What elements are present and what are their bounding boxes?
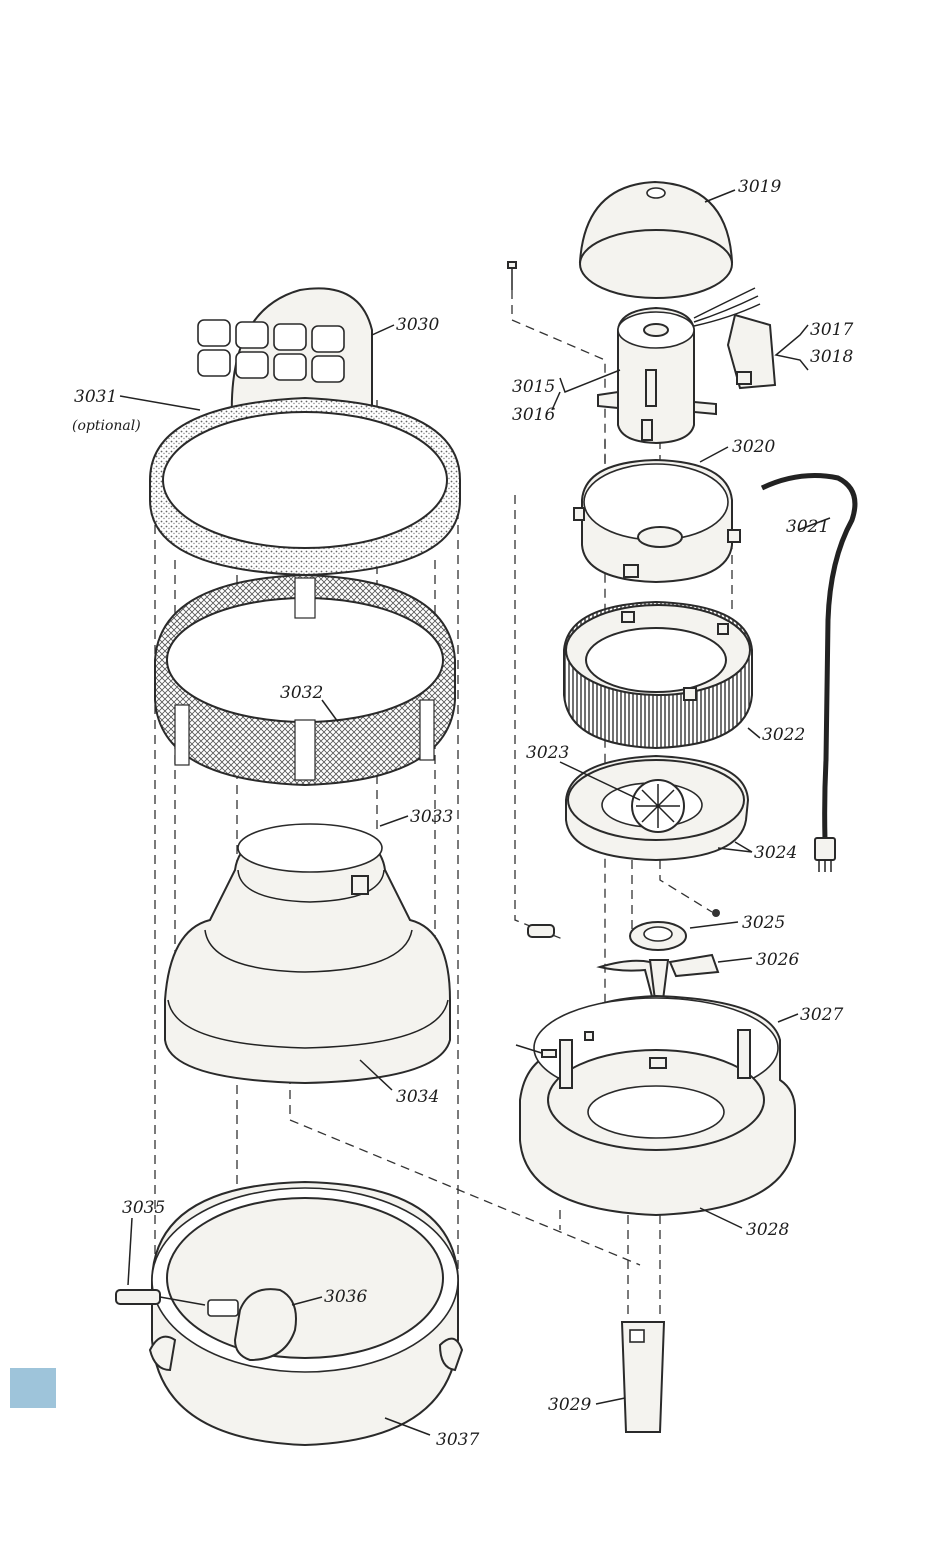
- part-3020-motor-housing: [574, 460, 740, 582]
- part-3015-motor: [598, 308, 716, 443]
- label-3035: 3035: [122, 1198, 165, 1218]
- label-3016: 3016: [512, 405, 555, 425]
- label-3017: 3017: [810, 320, 853, 340]
- label-3031: 3031: [74, 387, 117, 407]
- label-3033: 3033: [410, 807, 453, 827]
- label-3031-note: (optional): [72, 418, 141, 434]
- part-3029-hose-inlet: [622, 1215, 664, 1432]
- label-3030: 3030: [396, 315, 439, 335]
- label-3036: 3036: [324, 1287, 367, 1307]
- label-3021: 3021: [786, 517, 829, 537]
- label-3037: 3037: [436, 1430, 479, 1450]
- part-3022-filter-ring: [564, 602, 752, 748]
- part-3032-mesh-basket: [155, 575, 455, 785]
- label-3026: 3026: [756, 950, 799, 970]
- part-3019-dome-cover: [580, 182, 732, 298]
- label-3027: 3027: [800, 1005, 843, 1025]
- label-3032: 3032: [280, 683, 323, 703]
- label-3015: 3015: [512, 377, 555, 397]
- label-3018: 3018: [810, 347, 853, 367]
- label-3023: 3023: [526, 743, 569, 763]
- part-3027-lower-housing: [520, 996, 795, 1215]
- page-tab-marker: [10, 1368, 56, 1408]
- gasket-piece: [528, 925, 554, 937]
- part-3031-filter-sleeve: [150, 398, 460, 575]
- label-3024: 3024: [754, 843, 797, 863]
- label-3025: 3025: [742, 913, 785, 933]
- label-3029: 3029: [548, 1395, 591, 1415]
- part-3025-bearing: [630, 909, 720, 950]
- label-3028: 3028: [746, 1220, 789, 1240]
- part-3037-base-tank: [150, 1182, 462, 1445]
- label-3022: 3022: [762, 725, 805, 745]
- screw: [508, 262, 516, 290]
- label-3034: 3034: [396, 1087, 439, 1107]
- part-3034-cone: [165, 824, 450, 1083]
- part-3023-impeller-hub: [632, 780, 684, 832]
- label-3020: 3020: [732, 437, 775, 457]
- label-3019: 3019: [738, 177, 781, 197]
- part-3017-switch: [694, 288, 775, 388]
